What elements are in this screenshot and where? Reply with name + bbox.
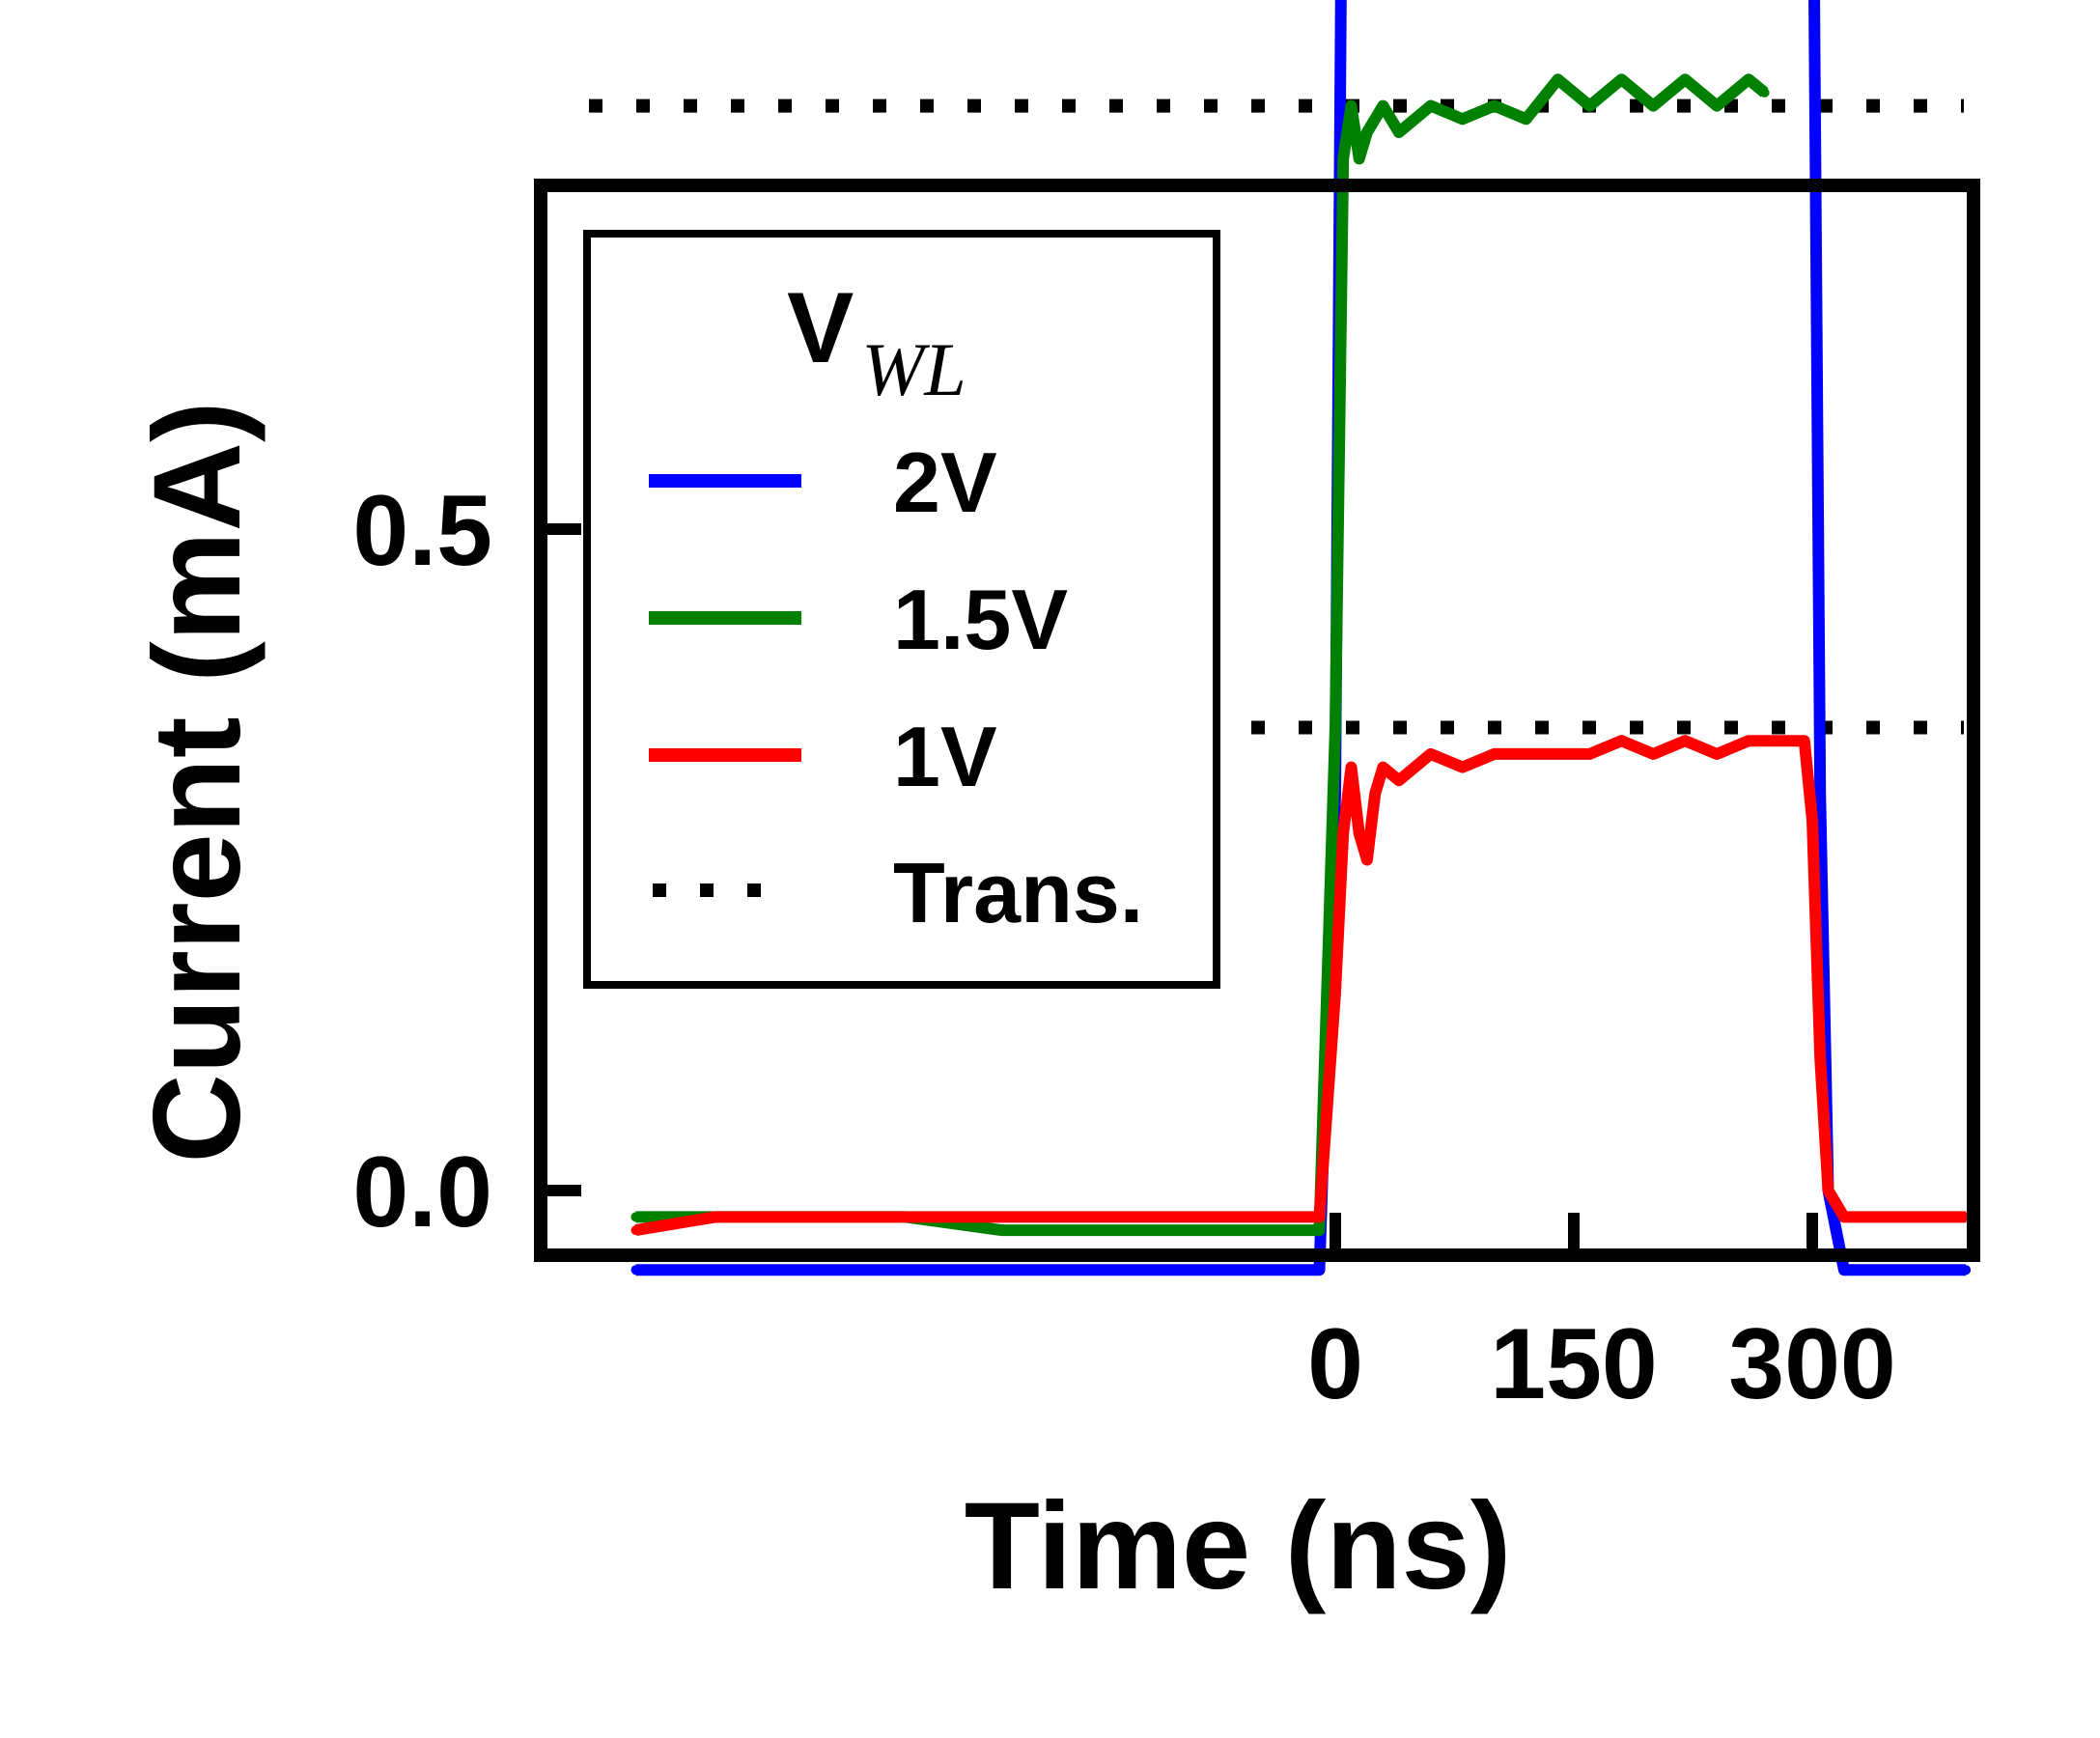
- data-point-1v-27: [1744, 736, 1754, 746]
- data-point-1v-3: [901, 1212, 911, 1222]
- data-point-1-5v-8: [1314, 1225, 1325, 1236]
- data-point-2v-1: [710, 1265, 720, 1275]
- data-point-1-5v-14: [1378, 100, 1388, 111]
- data-point-2v-41: [1961, 1265, 1971, 1275]
- data-point-1-5v-10: [1338, 154, 1349, 164]
- data-point-1v-36: [1902, 1212, 1913, 1222]
- y-axis-label: Current (mA): [128, 401, 266, 1163]
- data-point-2v-8: [1314, 1265, 1325, 1275]
- data-point-1v-31: [1807, 815, 1817, 826]
- data-point-1v-35: [1870, 1212, 1881, 1222]
- data-point-1v-9: [1330, 987, 1340, 997]
- data-point-1v-30: [1799, 736, 1809, 746]
- data-point-1-5v-22: [1616, 74, 1627, 85]
- x-tick-label-2: 300: [1728, 1308, 1896, 1420]
- data-point-1v-14: [1370, 789, 1381, 799]
- data-point-1-5v-25: [1712, 100, 1722, 111]
- data-point-2v-33: [1815, 789, 1826, 799]
- data-point-1v-1: [710, 1212, 720, 1222]
- series-line-1-5v: [635, 73, 1769, 1237]
- data-point-1-5v-6: [1187, 1225, 1197, 1236]
- data-point-1v-15: [1378, 762, 1388, 772]
- data-point-1-5v-15: [1393, 127, 1404, 137]
- data-point-1v-8: [1314, 1212, 1325, 1222]
- y-tick-label-1: 0.5: [352, 475, 492, 587]
- data-point-1-5v-7: [1282, 1225, 1293, 1236]
- data-point-1v-23: [1616, 736, 1627, 746]
- series-line-2v: [635, 0, 1966, 1276]
- data-point-2v-4: [996, 1265, 1007, 1275]
- data-point-1v-26: [1712, 748, 1722, 759]
- data-point-1-5v-5: [1092, 1225, 1102, 1236]
- data-point-1v-5: [1092, 1212, 1102, 1222]
- y-tick-label-0: 0.0: [352, 1136, 492, 1248]
- data-point-1-5v-27: [1759, 87, 1770, 98]
- data-point-1-5v-13: [1361, 127, 1372, 137]
- data-point-1v-13: [1361, 855, 1372, 865]
- data-point-2v-3: [901, 1265, 911, 1275]
- data-point-1v-33: [1823, 1186, 1834, 1195]
- data-point-1v-29: [1791, 736, 1802, 746]
- data-point-1v-6: [1187, 1212, 1197, 1222]
- data-point-1v-11: [1346, 762, 1357, 772]
- data-point-1-5v-18: [1489, 100, 1499, 111]
- data-point-2v-38: [1934, 1265, 1945, 1275]
- data-point-1-5v-16: [1425, 100, 1436, 111]
- data-point-2v-36: [1870, 1265, 1881, 1275]
- data-point-1v-16: [1393, 775, 1404, 786]
- data-point-1v-12: [1354, 828, 1364, 839]
- data-point-2v-5: [1092, 1265, 1102, 1275]
- data-point-2v-7: [1282, 1265, 1293, 1275]
- data-point-1v-32: [1815, 1053, 1826, 1063]
- data-point-1v-20: [1521, 748, 1531, 759]
- data-point-1v-7: [1282, 1212, 1293, 1222]
- legend-label-2v: 2V: [893, 434, 997, 530]
- legend-label-trans: Trans.: [893, 845, 1143, 940]
- data-point-1v-21: [1553, 748, 1563, 759]
- data-point-2v-35: [1838, 1265, 1849, 1275]
- data-point-1-5v-26: [1744, 74, 1754, 85]
- plot-frame: [534, 179, 1980, 1262]
- data-point-1v-25: [1680, 736, 1691, 746]
- data-point-2v-0: [630, 1265, 641, 1275]
- data-point-2v-2: [805, 1265, 816, 1275]
- legend-label-1v: 1V: [893, 709, 997, 804]
- data-point-1v-34: [1838, 1212, 1849, 1222]
- data-point-1v-17: [1425, 748, 1436, 759]
- data-point-1v-2: [805, 1212, 816, 1222]
- data-point-1v-19: [1489, 748, 1499, 759]
- x-axis-label: Time (ns): [965, 1477, 1512, 1615]
- data-point-1v-0: [630, 1225, 641, 1236]
- x-tick-label-1: 150: [1490, 1308, 1658, 1420]
- data-point-1v-24: [1648, 748, 1659, 759]
- plot-layer: [589, 0, 1971, 1276]
- data-point-1-5v-19: [1521, 114, 1531, 125]
- data-point-1-5v-23: [1648, 100, 1659, 111]
- data-point-1-5v-4: [996, 1225, 1007, 1236]
- data-point-1-5v-11: [1346, 100, 1357, 111]
- data-point-1-5v-17: [1457, 114, 1468, 125]
- x-tick-label-0: 0: [1307, 1308, 1363, 1420]
- data-point-1-5v-24: [1680, 74, 1691, 85]
- data-point-1-5v-0: [630, 1212, 641, 1222]
- data-point-1-5v-21: [1584, 100, 1595, 111]
- data-point-1v-10: [1338, 828, 1349, 839]
- data-point-1-5v-12: [1354, 154, 1364, 164]
- data-point-1-5v-20: [1553, 74, 1563, 85]
- data-point-2v-6: [1187, 1265, 1197, 1275]
- data-point-1v-37: [1934, 1212, 1945, 1222]
- data-point-1v-4: [996, 1212, 1007, 1222]
- data-point-1-5v-9: [1330, 722, 1340, 733]
- data-point-1v-28: [1776, 736, 1786, 746]
- data-point-2v-37: [1902, 1265, 1913, 1275]
- legend-box: [583, 230, 1220, 989]
- data-point-1v-18: [1457, 762, 1468, 772]
- data-point-1v-22: [1584, 748, 1595, 759]
- legend-label-1-5v: 1.5V: [893, 572, 1068, 667]
